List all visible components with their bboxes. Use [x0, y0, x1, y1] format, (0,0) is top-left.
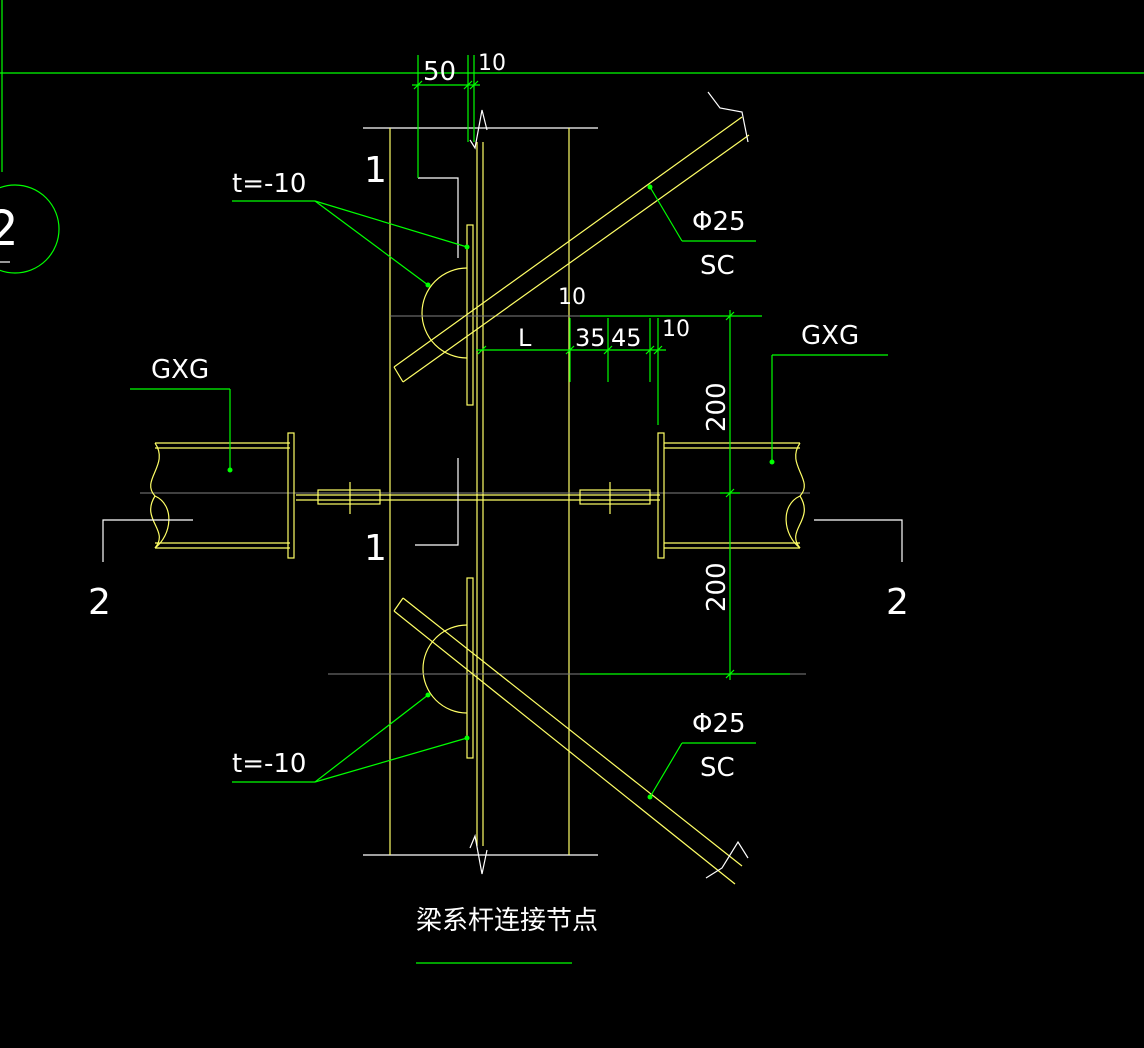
section-label-1-bottom: 1 — [364, 528, 387, 569]
dim-label-50: 50 — [423, 57, 456, 87]
dim-label-L: L — [518, 324, 532, 352]
label-rod-top-size: Φ25 — [692, 207, 746, 237]
leader-gxg-left — [130, 388, 233, 473]
section-label-1-top: 1 — [364, 150, 387, 191]
label-gxg-left: GXG — [151, 355, 209, 385]
stiffener-plate-bottom — [466, 577, 474, 759]
drawing-title: 梁系杆连接节点 — [416, 906, 598, 936]
label-plate-top: t=-10 — [232, 169, 306, 199]
dim-label-200-upper: 200 — [702, 382, 732, 432]
leader-rod-bottom — [647, 742, 756, 800]
tie-rod-bottom — [393, 597, 749, 885]
leader-plate-bottom — [232, 692, 470, 783]
section-label-2-left: 2 — [88, 582, 111, 623]
section-label-2-right: 2 — [886, 582, 909, 623]
dimension-vertical — [580, 310, 790, 680]
leader-plate-top — [232, 200, 470, 288]
dimension-horizontal — [476, 318, 666, 425]
column — [363, 109, 598, 875]
leader-rod-top — [647, 184, 756, 242]
label-gxg-right: GXG — [801, 321, 859, 351]
section-cut-1-bottom — [415, 458, 459, 546]
section-cut-1-top — [418, 177, 459, 258]
gusset-plate-bottom — [422, 624, 468, 714]
connection-plate — [296, 482, 660, 514]
label-rod-bottom-size: Φ25 — [692, 709, 746, 739]
gusset-plate-top — [421, 267, 468, 359]
dim-label-35: 35 — [575, 324, 606, 352]
dim-label-10-mid: 10 — [558, 285, 586, 310]
dim-label-45: 45 — [611, 324, 642, 352]
axis-bubble-label: 2 — [0, 201, 19, 257]
dim-label-10-top: 10 — [478, 51, 506, 76]
label-rod-bottom-type: SC — [700, 753, 735, 783]
label-plate-bottom: t=-10 — [232, 749, 306, 779]
label-rod-top-type: SC — [700, 251, 735, 281]
axis-bubble — [0, 184, 60, 274]
stiffener-plate-top — [466, 224, 474, 406]
dimension-top — [412, 55, 480, 178]
dim-label-200-lower: 200 — [702, 562, 732, 612]
leader-gxg-right — [769, 354, 888, 465]
section-cut-2-left — [102, 519, 193, 562]
dim-label-10-right: 10 — [662, 317, 690, 342]
section-cut-2-right — [814, 519, 903, 562]
gxg-member-left — [150, 432, 295, 559]
tie-rod-top — [393, 91, 750, 383]
gxg-member-right — [657, 432, 805, 559]
